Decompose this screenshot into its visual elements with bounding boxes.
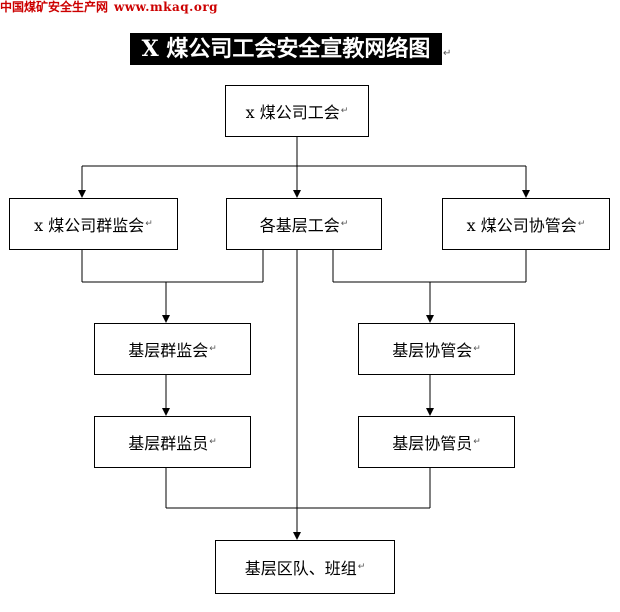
diagram-title-text: X 煤公司工会安全宣教网络图 (141, 36, 431, 62)
node-base-coordination-label: 基层协管会 (392, 341, 473, 360)
return-mark-icon: ↵ (357, 562, 366, 572)
site-header: 中国煤矿安全生产网 www.mkaq.org (0, 0, 218, 16)
return-mark-icon: ↵ (340, 219, 349, 229)
node-coordination-label: x 煤公司协管会 (466, 216, 577, 235)
node-base-mass-supervision-label: 基层群监会 (128, 341, 209, 360)
node-union-label: x 煤公司工会 (245, 103, 340, 122)
node-base-teams-label: 基层区队、班组 (244, 559, 357, 578)
return-mark-icon: ↵ (209, 437, 217, 447)
return-mark-icon: ↵ (209, 344, 217, 354)
node-grassroots-union-label: 各基层工会 (259, 216, 340, 235)
return-mark-icon: ↵ (473, 344, 481, 354)
node-base-coordinator: 基层协管员↵ (358, 416, 515, 468)
node-grassroots-union: 各基层工会↵ (226, 198, 382, 250)
node-base-coordination: 基层协管会↵ (358, 323, 515, 375)
node-base-mass-supervision: 基层群监会↵ (94, 323, 251, 375)
node-base-teams: 基层区队、班组↵ (215, 540, 395, 594)
return-mark-icon: ↵ (473, 437, 481, 447)
site-name: 中国煤矿安全生产网 (0, 0, 109, 14)
node-coordination: x 煤公司协管会↵ (442, 198, 610, 250)
diagram-title: X 煤公司工会安全宣教网络图 (130, 33, 442, 65)
return-mark-icon: ↵ (145, 219, 153, 229)
return-mark-icon: ↵ (340, 106, 349, 116)
return-mark-icon: ↵ (443, 48, 452, 59)
node-union: x 煤公司工会↵ (225, 85, 369, 137)
node-base-mass-supervisor: 基层群监员↵ (94, 416, 251, 468)
node-mass-supervision: x 煤公司群监会↵ (9, 198, 178, 250)
site-url[interactable]: www.mkaq.org (114, 0, 219, 14)
node-mass-supervision-label: x 煤公司群监会 (34, 216, 145, 235)
return-mark-icon: ↵ (577, 219, 586, 229)
node-base-coordinator-label: 基层协管员 (392, 434, 473, 453)
node-base-mass-supervisor-label: 基层群监员 (128, 434, 209, 453)
